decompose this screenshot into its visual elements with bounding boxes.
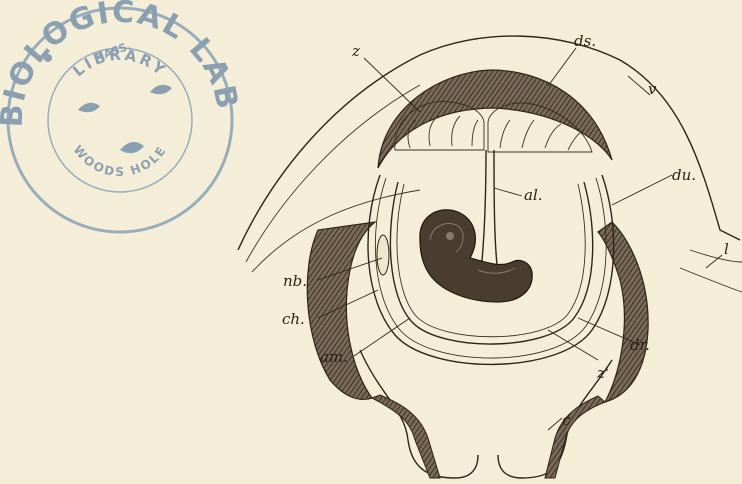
cervix-left [372, 395, 440, 478]
library-stamp: MARINE BIOLOGICAL LABORATORY LIBRARY WOO… [0, 0, 245, 232]
stamp-ornament-icon [78, 103, 100, 112]
label-am: am. [320, 348, 348, 366]
stamp-star-icon [44, 54, 52, 62]
decidua-vera-left [307, 222, 375, 399]
stamp-ornament-icon [150, 85, 172, 94]
label-nb: nb. [283, 272, 307, 290]
label-ch: ch. [282, 310, 305, 328]
label-c: c [562, 411, 571, 429]
label-du: du. [672, 166, 696, 184]
decidua-serotina [378, 70, 612, 168]
stamp-outer-text: MARINE BIOLOGICAL LABORATORY [0, 0, 245, 128]
umbilical-vesicle [377, 235, 389, 275]
label-al: al. [524, 186, 543, 204]
stamp-ornament-icon [120, 142, 144, 153]
label-v: v [648, 80, 657, 98]
embryo [420, 210, 532, 302]
label-dr: dr. [630, 336, 650, 354]
cervix-right [545, 396, 605, 478]
stamp-inner-text-2: WOODS HOLE [71, 143, 170, 179]
label-ds: ds. [574, 32, 596, 50]
label-z: z [351, 42, 360, 60]
label-z2: z' [596, 364, 609, 382]
svg-text:WOODS HOLE: WOODS HOLE [71, 143, 170, 179]
svg-text:MARINE BIOLOGICAL LABORATORY: MARINE BIOLOGICAL LABORATORY [0, 0, 245, 128]
label-l: l [724, 240, 729, 258]
